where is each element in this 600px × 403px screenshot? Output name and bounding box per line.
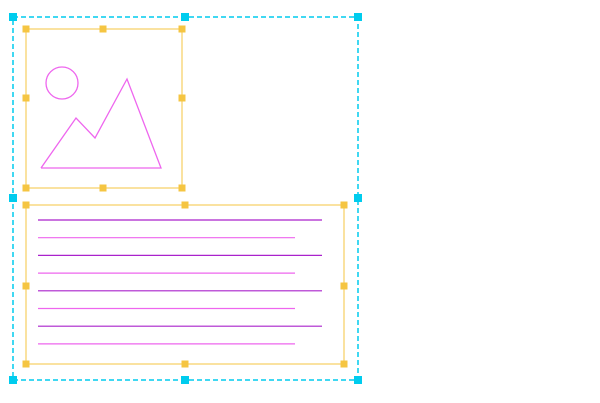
text-resize-handle[interactable] bbox=[340, 201, 348, 209]
image-resize-handle[interactable] bbox=[22, 94, 30, 102]
text-resize-handle[interactable] bbox=[22, 201, 30, 209]
image-resize-handle[interactable] bbox=[22, 184, 30, 192]
group-resize-handle[interactable] bbox=[354, 194, 362, 202]
group-resize-handle[interactable] bbox=[9, 376, 17, 384]
text-resize-handle[interactable] bbox=[181, 201, 189, 209]
text-element-border bbox=[25, 204, 345, 365]
image-resize-handle[interactable] bbox=[178, 25, 186, 33]
text-resize-handle[interactable] bbox=[22, 282, 30, 290]
image-element-border bbox=[25, 28, 183, 189]
group-resize-handle[interactable] bbox=[181, 376, 189, 384]
group-resize-handle[interactable] bbox=[9, 13, 17, 21]
image-sun-circle bbox=[45, 66, 79, 100]
text-resize-handle[interactable] bbox=[181, 360, 189, 368]
text-element[interactable] bbox=[25, 204, 345, 365]
group-resize-handle[interactable] bbox=[354, 376, 362, 384]
image-resize-handle[interactable] bbox=[99, 25, 107, 33]
group-selection-handles bbox=[9, 13, 362, 384]
image-resize-handle[interactable] bbox=[22, 25, 30, 33]
text-resize-handle[interactable] bbox=[340, 360, 348, 368]
group-resize-handle[interactable] bbox=[9, 194, 17, 202]
image-resize-handle[interactable] bbox=[99, 184, 107, 192]
image-resize-handle[interactable] bbox=[178, 94, 186, 102]
image-resize-handle[interactable] bbox=[178, 184, 186, 192]
image-element[interactable] bbox=[25, 28, 183, 189]
group-resize-handle[interactable] bbox=[181, 13, 189, 21]
text-resize-handle[interactable] bbox=[22, 360, 30, 368]
item-selection-handles bbox=[22, 25, 348, 368]
text-lines-icon bbox=[38, 219, 322, 345]
group-selection[interactable] bbox=[12, 16, 359, 381]
text-resize-handle[interactable] bbox=[340, 282, 348, 290]
group-resize-handle[interactable] bbox=[354, 13, 362, 21]
image-mountain-shape bbox=[40, 77, 162, 169]
image-placeholder-icon bbox=[40, 66, 162, 169]
group-selection-border bbox=[12, 16, 359, 381]
